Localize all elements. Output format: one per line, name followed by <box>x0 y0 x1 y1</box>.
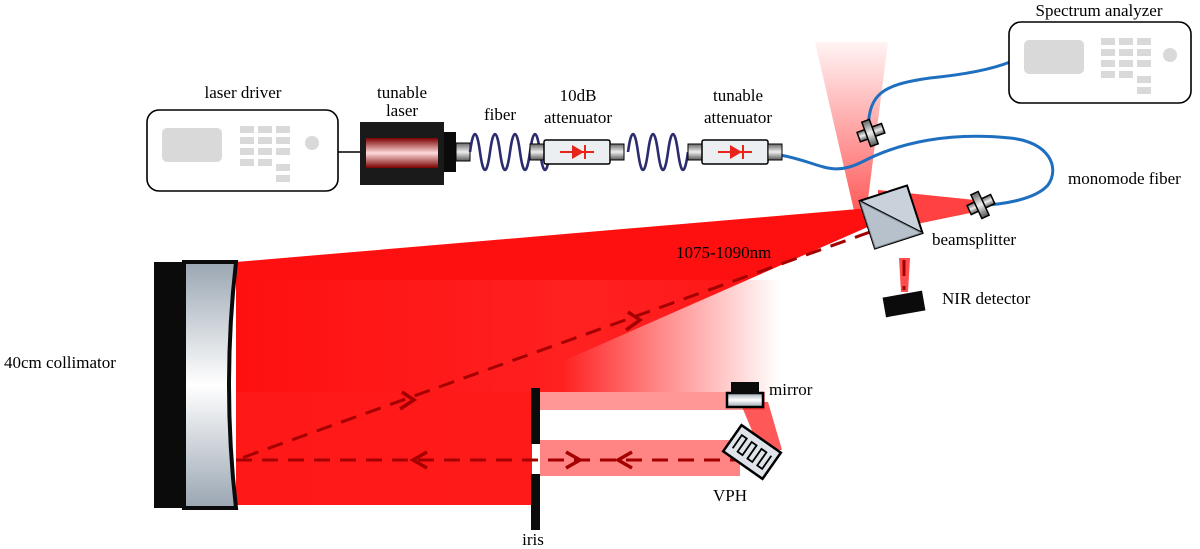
fiber-lines <box>779 60 1055 207</box>
laser-icon <box>360 122 471 185</box>
iris-icon <box>531 388 540 530</box>
vph-output-beam <box>540 440 740 476</box>
label-beamsplitter: beamsplitter <box>932 230 1016 249</box>
collimated-beam-lower <box>236 392 532 505</box>
ray-arrows <box>399 310 644 470</box>
label-vph: VPH <box>713 486 747 505</box>
upward-beam-cone <box>815 42 888 215</box>
label-iris: iris <box>522 530 544 549</box>
fiber-connector-icons <box>856 118 996 220</box>
attenuator-icon-10db <box>529 139 625 165</box>
label-monomode-fiber: monomode fiber <box>1068 169 1181 188</box>
fiber-coil-icon-2 <box>626 132 690 172</box>
vph-grating-icon <box>721 423 783 481</box>
label-tunable-laser-2: laser <box>386 101 418 120</box>
label-tunable-laser-1: tunable <box>377 83 427 102</box>
beam-to-fold-mirror <box>540 392 765 410</box>
label-tunable-att-1: tunable <box>713 86 763 105</box>
label-nir-detector: NIR detector <box>942 289 1031 308</box>
label-10db-2: attenuator <box>544 108 612 127</box>
laser-driver-instrument <box>146 109 339 192</box>
label-laser-driver: laser driver <box>205 83 282 102</box>
fold-mirror-icon <box>725 382 765 409</box>
ray-paths <box>235 230 906 462</box>
collimator-mirror-icon <box>154 260 239 510</box>
detector-icon <box>882 290 926 318</box>
beam-layer <box>236 42 975 505</box>
label-fiber: fiber <box>484 105 516 124</box>
label-tunable-att-2: attenuator <box>704 108 772 127</box>
label-mirror: mirror <box>769 380 813 399</box>
attenuator-icon-tunable <box>687 139 783 165</box>
beamsplitter-icon <box>858 184 924 250</box>
label-wavelength: 1075-1090nm <box>676 243 771 262</box>
label-spectrum-analyzer: Spectrum analyzer <box>1036 1 1163 20</box>
spectrum-analyzer-instrument <box>1008 21 1192 104</box>
label-10db-1: 10dB <box>560 86 597 105</box>
beam-mirror-to-vph <box>740 402 782 450</box>
text-labels: laser driver tunable laser fiber 10dB at… <box>4 1 1181 549</box>
label-collimator: 40cm collimator <box>4 353 116 372</box>
fiber-coil-icon <box>468 132 552 172</box>
